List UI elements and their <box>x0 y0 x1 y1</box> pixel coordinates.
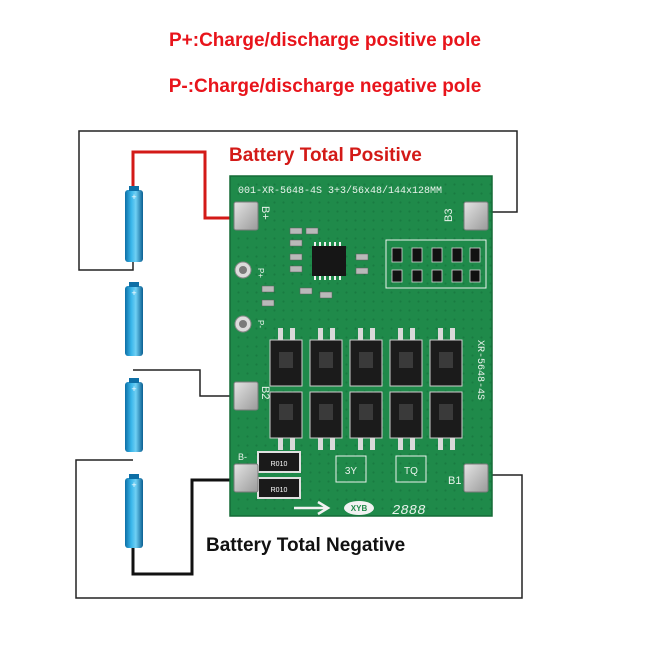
pad-b1 <box>463 463 489 493</box>
pad-b-minus <box>233 463 259 493</box>
label-b2: B2 <box>259 386 271 399</box>
cell-plus-mark: + <box>131 384 136 394</box>
silkscreen-outlines <box>385 239 487 289</box>
pad-b2 <box>233 381 259 411</box>
shunt-code: R010 <box>271 487 288 494</box>
label-b1: B1 <box>448 475 461 487</box>
header-negative-pole: P-:Charge/discharge negative pole <box>168 76 482 97</box>
logo-text: XYB <box>351 504 368 513</box>
smd-components <box>261 227 369 307</box>
cell-plus-mark: + <box>131 480 136 490</box>
cell-plus-mark: + <box>131 192 136 202</box>
shunt-resistors: R010 R010 <box>257 451 301 499</box>
label-b-plus: B+ <box>259 206 271 220</box>
cell-plus-mark: + <box>131 288 136 298</box>
battery-cell <box>125 378 143 452</box>
header-positive-pole: P+:Charge/discharge positive pole <box>168 30 481 51</box>
ic-pins <box>314 242 341 280</box>
mosfet-array <box>269 328 463 450</box>
battery-total-positive-label: Battery Total Positive <box>229 145 422 166</box>
pad-b3 <box>463 201 489 231</box>
bms-ic-chip <box>312 246 346 276</box>
p-plus-label: P+ <box>256 268 265 278</box>
logo-badge <box>344 501 374 515</box>
board-side-silkscreen: XR-5648-4S <box>474 340 485 400</box>
board-code: 2888 <box>392 503 426 519</box>
battery-total-negative-label: Battery Total Negative <box>206 535 406 556</box>
pad-b-plus <box>233 201 259 231</box>
battery-cell <box>125 474 143 548</box>
battery-cell <box>125 186 143 262</box>
label-b-minus: B- <box>238 452 247 462</box>
battery-cell <box>125 282 143 356</box>
board-model-silkscreen: 001-XR-5648-4S 3+3/56x48/144x128MM <box>238 185 442 197</box>
wiring <box>75 130 523 599</box>
bms-pcb-board: 001-XR-5648-4S 3+3/56x48/144x128MM XR-56… <box>229 175 493 519</box>
badge-3y: 3Y <box>345 466 358 477</box>
badge-tq: TQ <box>404 466 418 477</box>
resistor-array <box>391 247 481 283</box>
battery-stack: + + + + <box>125 186 143 548</box>
p-minus-label: P- <box>256 320 265 328</box>
label-b3: B3 <box>443 209 455 222</box>
direction-arrow-icon <box>294 500 331 516</box>
shunt-code: R010 <box>271 461 288 468</box>
